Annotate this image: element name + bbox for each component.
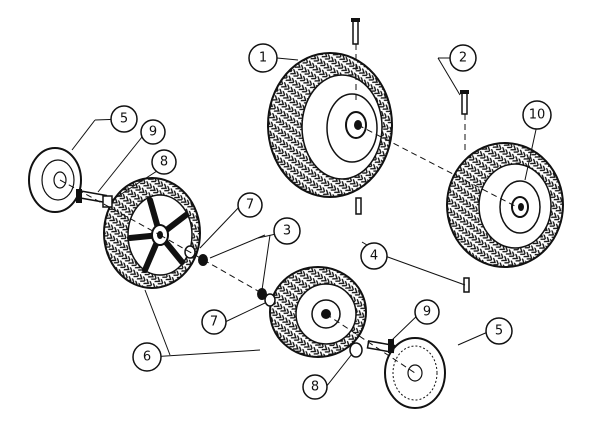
- callout-5-right: 5: [485, 317, 513, 345]
- callout-1-label: 1: [259, 51, 267, 66]
- washer-lower: [264, 293, 276, 307]
- callout-10: 10: [522, 100, 552, 130]
- axle-bolt-right: [366, 339, 396, 354]
- callout-7-lower: 7: [201, 309, 227, 335]
- pin-top: [351, 18, 360, 45]
- callout-6-label: 6: [143, 350, 151, 365]
- nut-lower: [257, 288, 267, 300]
- callout-7-lower-label: 7: [210, 315, 218, 330]
- callout-4-label: 4: [370, 249, 378, 264]
- callout-9-lower-label: 9: [423, 305, 431, 320]
- callout-9-upper: 9: [140, 119, 166, 145]
- callout-6: 6: [132, 342, 162, 372]
- callout-5-left: 5: [110, 105, 138, 133]
- callout-8-upper: 8: [151, 149, 177, 175]
- callout-3-label: 3: [283, 224, 291, 239]
- callout-10-label: 10: [529, 108, 546, 123]
- callout-5-left-label: 5: [120, 112, 128, 127]
- callout-8-lower-label: 8: [311, 380, 319, 395]
- callout-8-lower: 8: [302, 374, 328, 400]
- callout-1: 1: [248, 43, 278, 73]
- callout-4: 4: [360, 242, 388, 270]
- callout-5-right-label: 5: [495, 324, 503, 339]
- front-tire-solid: [269, 266, 367, 358]
- callout-2-label: 2: [459, 51, 467, 66]
- bushing-left: [102, 195, 113, 208]
- callout-8-upper-label: 8: [160, 155, 168, 170]
- callout-3: 3: [273, 217, 301, 245]
- hub-cap-right: [384, 337, 446, 409]
- callout-7-upper-label: 7: [246, 198, 254, 213]
- callout-9-upper-label: 9: [149, 125, 157, 140]
- rear-tire-right: [446, 142, 564, 268]
- pin-right: [460, 90, 469, 115]
- callout-7-upper: 7: [237, 192, 263, 218]
- callout-9-lower: 9: [414, 299, 440, 325]
- callout-2: 2: [449, 44, 477, 72]
- assembly-center-lines: [59, 44, 516, 374]
- hub-cap-left: [28, 147, 82, 213]
- rear-tire-left: [267, 52, 393, 198]
- pin-lower: [355, 197, 362, 215]
- front-tire-spoked: [103, 177, 201, 289]
- bushing-right: [349, 342, 363, 358]
- nut-upper: [198, 254, 208, 266]
